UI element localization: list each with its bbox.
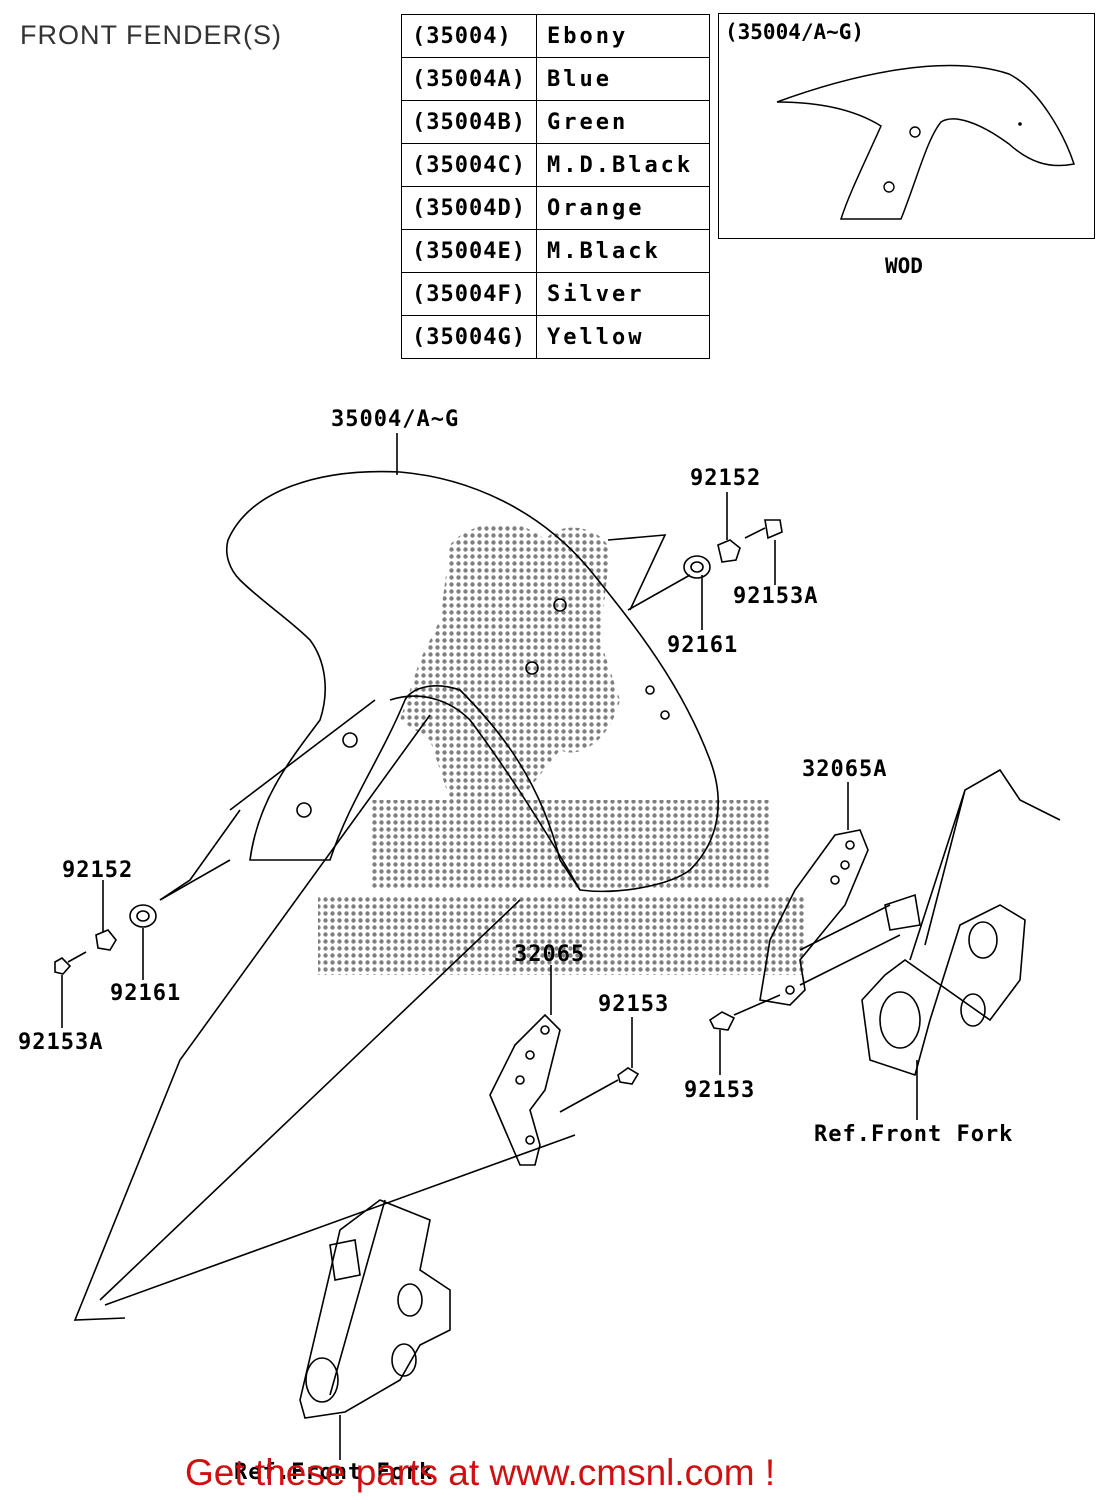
table-row: (35004D)Orange — [401, 186, 710, 230]
color-name: Blue — [535, 57, 710, 101]
grommet-left — [129, 904, 157, 928]
bolt-left — [54, 951, 87, 975]
color-code-table: (35004)Ebony (35004A)Blue (35004B)Green … — [401, 14, 710, 359]
washer-left — [95, 929, 117, 951]
part-code: (35004B) — [401, 100, 537, 144]
table-row: (35004A)Blue — [401, 57, 710, 101]
callout-bolt-left: 92153A — [18, 1030, 104, 1055]
color-name: M.D.Black — [535, 143, 710, 187]
part-code: (35004A) — [401, 57, 537, 101]
callout-bolt-center: 92153 — [598, 992, 670, 1017]
table-row: (35004E)M.Black — [401, 229, 710, 273]
callout-fender: 35004/A~G — [331, 407, 460, 432]
table-row: (35004C)M.D.Black — [401, 143, 710, 187]
color-name: Orange — [535, 186, 710, 230]
color-name: Silver — [535, 272, 710, 316]
inset-fender-drawing — [776, 64, 1075, 220]
table-row: (35004G)Yellow — [401, 315, 710, 359]
part-code: (35004F) — [401, 272, 537, 316]
callout-grommet-left: 92161 — [110, 981, 182, 1006]
page-title: FRONT FENDER(S) — [20, 20, 282, 50]
callout-bolt-top: 92153A — [733, 584, 819, 609]
callout-grommet-top: 92161 — [667, 633, 739, 658]
table-row: (35004F)Silver — [401, 272, 710, 316]
table-row: (35004B)Green — [401, 100, 710, 144]
inset-label: (35004/A~G) — [725, 20, 865, 44]
front-fork-left — [299, 1199, 451, 1419]
variant-inset-box: (35004/A~G) — [718, 13, 1095, 239]
color-name: Yellow — [535, 315, 710, 359]
washer-top — [717, 539, 741, 563]
cms-watermark-logo — [318, 523, 806, 975]
callout-ref-fork-right: Ref.Front Fork — [814, 1122, 1014, 1147]
callout-bracket-right: 32065A — [802, 757, 888, 782]
grommet-top — [683, 555, 711, 579]
callout-washer-left: 92152 — [62, 858, 134, 883]
part-code: (35004E) — [401, 229, 537, 273]
callout-washer-top: 92152 — [690, 466, 762, 491]
bolt-top — [744, 519, 783, 540]
part-code: (35004) — [401, 14, 537, 58]
bracket-left — [489, 1013, 561, 1166]
callout-bracket-left: 32065 — [514, 942, 586, 967]
color-name: M.Black — [535, 229, 710, 273]
callout-bolt-right: 92153 — [684, 1078, 756, 1103]
color-name: Green — [535, 100, 710, 144]
part-code: (35004C) — [401, 143, 537, 187]
bolt-right — [708, 994, 781, 1031]
bracket-right — [759, 829, 869, 1006]
front-fork-right — [861, 768, 1061, 1077]
part-code: (35004G) — [401, 315, 537, 359]
callout-ref-fork-left: Ref.Front Fork — [234, 1460, 434, 1485]
bolt-center — [559, 1067, 640, 1113]
front-fender — [225, 470, 719, 893]
inset-caption: WOD — [885, 254, 923, 278]
promo-banner[interactable]: Get these parts at www.cmsnl.com ! — [185, 1452, 776, 1493]
part-code: (35004D) — [401, 186, 537, 230]
